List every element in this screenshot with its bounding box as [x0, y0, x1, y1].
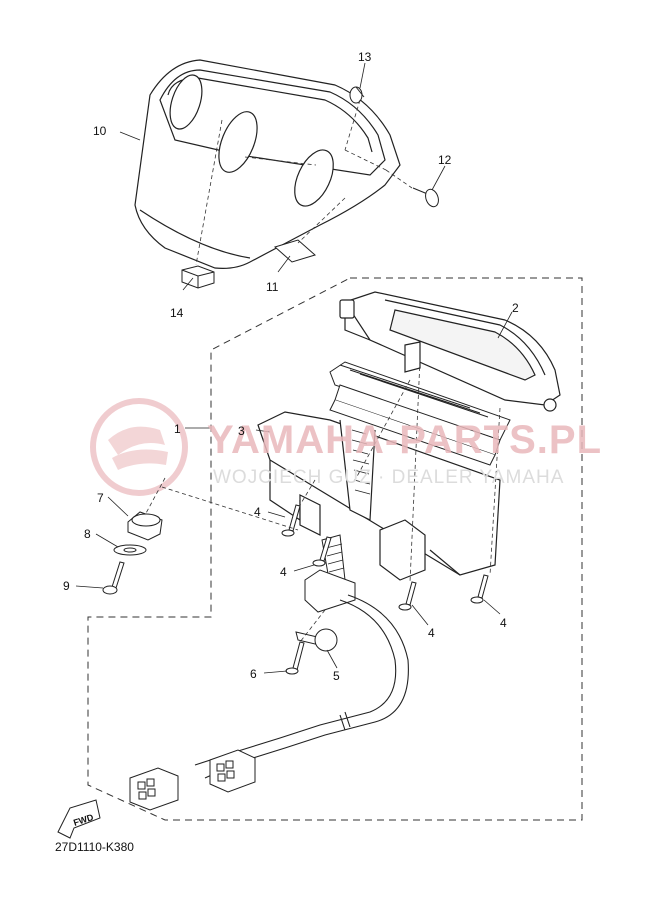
callout-10: 10 [93, 124, 107, 138]
diagram-code: 27D1110-K380 [55, 840, 134, 854]
part-12-screw [412, 187, 439, 208]
callout-12: 12 [438, 153, 452, 167]
callout-11: 11 [266, 280, 279, 294]
part-11-strip [273, 239, 317, 263]
callout-8: 8 [84, 527, 91, 541]
wire-harness [194, 594, 409, 779]
harness-connector-left [129, 767, 179, 811]
callout-5: 5 [333, 669, 340, 683]
callout-1: 1 [174, 422, 181, 436]
ribbon-cable [304, 534, 356, 613]
watermark-main: YAMAHA-PARTS.PL [207, 418, 603, 462]
fwd-arrow-icon: FWD [57, 799, 101, 839]
part-4-screws [281, 504, 489, 611]
callout-4a: 4 [254, 505, 261, 519]
assembly-boundary [87, 277, 583, 821]
part-14-pad [181, 265, 215, 289]
watermark-sub: WOJCIECH GUZ · DEALER YAMAHA [213, 467, 565, 488]
callout-2: 2 [512, 301, 519, 315]
alignment-lines [144, 99, 501, 643]
part-13-grommet [349, 86, 365, 104]
callout-9: 9 [63, 579, 70, 593]
callout-6: 6 [250, 667, 257, 681]
callout-4b: 4 [280, 565, 287, 579]
callout-4c: 4 [428, 626, 435, 640]
part-6-screw [285, 641, 305, 675]
circuit-board [329, 361, 511, 466]
callout-7: 7 [97, 491, 104, 505]
meter-lower-case [257, 411, 501, 581]
leader-lines [75, 62, 513, 674]
part-9-bolt [102, 561, 125, 595]
meter-cover [134, 59, 401, 269]
callout-13: 13 [358, 50, 372, 64]
callout-4d: 4 [500, 616, 507, 630]
yamaha-logo-icon [90, 398, 188, 496]
part-8-washer [113, 544, 147, 556]
part-5-clamp [295, 628, 338, 652]
harness-connector-right [209, 749, 256, 793]
callout-14: 14 [170, 306, 184, 320]
meter-housing [339, 291, 561, 412]
part-7-grommet [127, 511, 163, 541]
callout-3: 3 [238, 424, 245, 438]
